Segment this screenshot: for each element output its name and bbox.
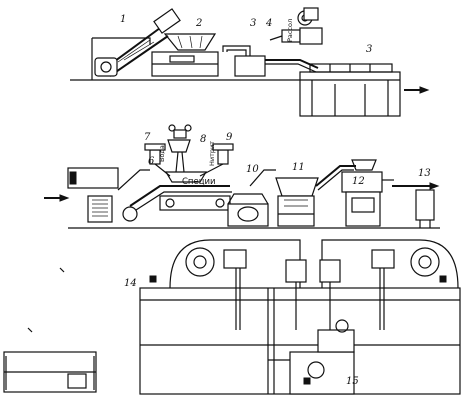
generator-15 xyxy=(268,319,355,395)
dosing-units xyxy=(144,124,234,183)
stand-13 xyxy=(415,189,435,228)
grinder-2 xyxy=(151,33,219,77)
vessel-row1 xyxy=(299,63,430,117)
pump-3 xyxy=(222,45,319,77)
grinder-11 xyxy=(275,165,356,227)
injector-machine xyxy=(67,167,150,223)
label-2: 2 xyxy=(195,18,202,29)
label-14: 14 xyxy=(124,278,137,289)
label-3b: 3 xyxy=(366,44,372,55)
label-specii: Специи xyxy=(182,177,216,187)
label-9: 9 xyxy=(226,132,233,143)
label-8: 8 xyxy=(200,134,206,145)
label-11: 11 xyxy=(292,162,305,173)
row-3-equipment: 14 15 xyxy=(3,239,461,395)
mixer-10 xyxy=(227,169,276,227)
label-13: 13 xyxy=(418,168,431,179)
label-12: 12 xyxy=(352,176,365,187)
conveyor-6 xyxy=(129,185,232,211)
feeder-screw-1 xyxy=(91,8,181,80)
label-1: 1 xyxy=(120,14,126,25)
row-2-equipment: 6 7 8 9 10 11 12 13 Вода Нитрит Специи xyxy=(44,124,440,229)
label-15: 15 xyxy=(346,376,359,387)
label-3a: 3 xyxy=(250,18,256,29)
label-4: 4 xyxy=(265,18,272,29)
trolley xyxy=(3,351,97,393)
row-1-equipment: 1 2 3 4 3 Рассол xyxy=(70,7,430,117)
label-nitrit: Нитрит xyxy=(208,141,216,166)
label-voda: Вода xyxy=(158,145,166,162)
label-10: 10 xyxy=(246,164,259,175)
label-7: 7 xyxy=(144,132,151,143)
label-rassol: Рассол xyxy=(286,19,294,42)
filler-12 xyxy=(341,159,440,227)
label-6: 6 xyxy=(148,156,155,167)
injector-4 xyxy=(269,7,323,45)
